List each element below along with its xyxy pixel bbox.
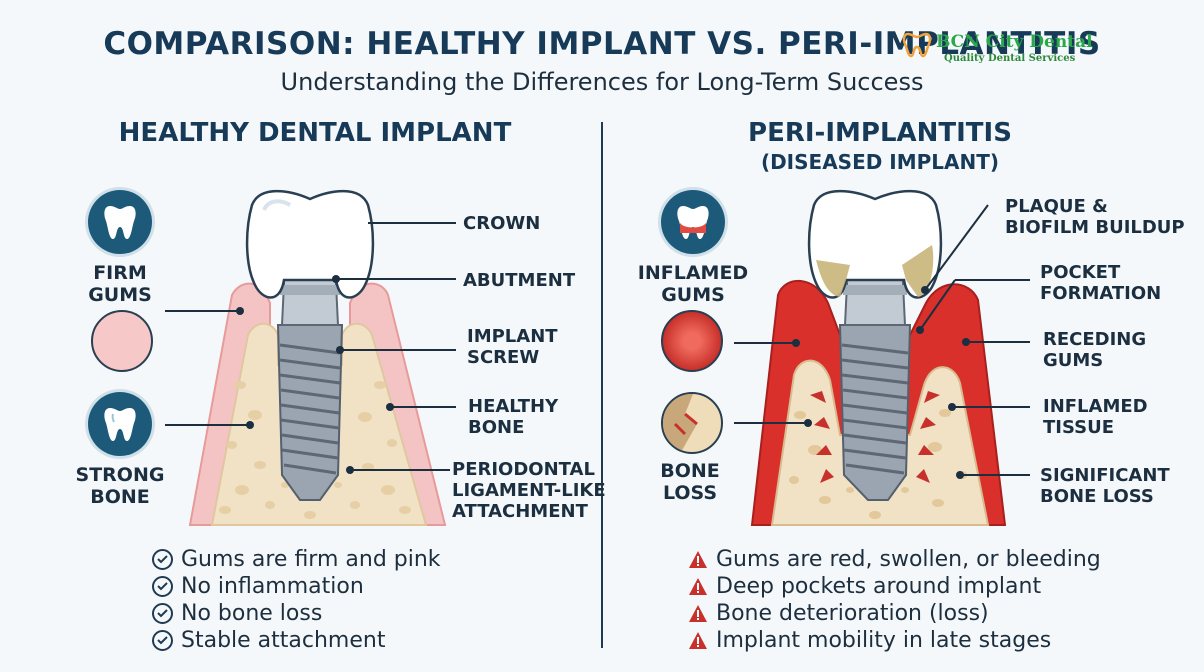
diseased-section-subtitle: (DISEASED IMPLANT)	[760, 150, 1000, 174]
logo-tagline: Quality Dental Services	[944, 53, 1076, 64]
check-item: No inflammation	[152, 573, 441, 600]
warning-item: Implant mobility in late stages	[688, 627, 1101, 654]
bone-loss-swatch	[661, 392, 723, 454]
check-item: Stable attachment	[152, 627, 441, 654]
warning-item: Gums are red, swollen, or bleeding	[688, 546, 1101, 573]
warning-icon	[689, 551, 707, 568]
page-title: COMPARISON: HEALTHY IMPLANT VS. PERI-IMP…	[103, 26, 1101, 62]
check-item: No bone loss	[152, 600, 441, 627]
healthy-section-title: HEALTHY DENTAL IMPLANT	[118, 118, 512, 148]
diseased-implant-illustration	[734, 189, 1030, 526]
warning-icon	[689, 578, 707, 595]
strong-tooth-icon	[88, 392, 152, 456]
warning-icon	[689, 605, 707, 622]
healthy-implant-illustration	[165, 189, 456, 526]
check-icon	[152, 603, 173, 624]
check-icon	[152, 549, 173, 570]
plaque-label: PLAQUE &BIOFILM BUILDUP	[1005, 196, 1185, 238]
warning-item: Deep pockets around implant	[688, 573, 1101, 600]
diseased-warning-list: Gums are red, swollen, or bleeding Deep …	[688, 546, 1101, 654]
healthy-tooth-icon	[88, 190, 152, 254]
logo-name: BCN City Dental	[936, 32, 1093, 52]
page-subtitle: Understanding the Differences for Long-T…	[280, 68, 924, 96]
firm-gums-swatch	[91, 310, 153, 372]
tooth-logo-icon	[902, 32, 932, 58]
section-divider	[601, 122, 603, 648]
check-item: Gums are firm and pink	[152, 546, 441, 573]
check-icon	[152, 576, 173, 597]
abutment-label: ABUTMENT	[463, 270, 576, 291]
inflamed-tooth-icon	[661, 190, 725, 254]
inflamed-gums-swatch	[661, 310, 723, 372]
healthy-checklist: Gums are firm and pink No inflammation N…	[152, 546, 441, 654]
crown-label: CROWN	[463, 213, 541, 234]
check-icon	[152, 630, 173, 651]
warning-icon	[689, 632, 707, 649]
diseased-section-title: PERI-IMPLANTITIS	[748, 118, 1012, 148]
warning-item: Bone deterioration (loss)	[688, 600, 1101, 627]
